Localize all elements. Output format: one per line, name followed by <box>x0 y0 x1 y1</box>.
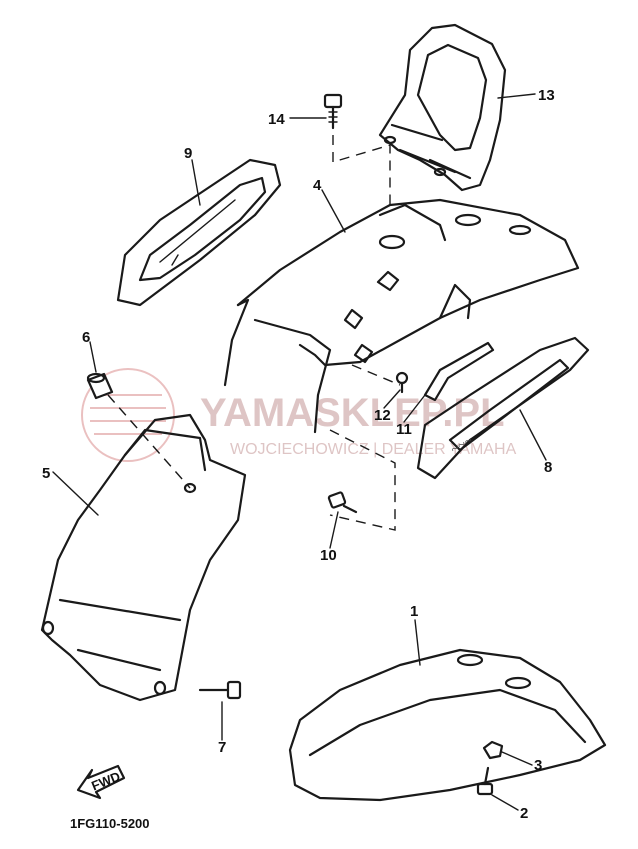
leader-13 <box>497 93 536 99</box>
callout-13: 13 <box>538 87 555 104</box>
callout-3: 3 <box>534 757 542 774</box>
watermark: YAMASKLEP.PL WOJCIECHOWICZ | DEALER YAMA… <box>81 368 517 462</box>
leader-5 <box>52 471 99 516</box>
part-7-bolt <box>198 680 242 700</box>
leader-4 <box>321 189 346 233</box>
fwd-label: FWD <box>89 769 122 794</box>
watermark-logo-icon <box>81 368 175 462</box>
leader-10 <box>329 511 339 549</box>
part-8-right-side-cover: ~~~ <box>416 336 590 480</box>
callout-7: 7 <box>218 739 226 756</box>
part-9-left-side-cover <box>116 158 282 307</box>
leader-12 <box>383 389 401 409</box>
callout-5: 5 <box>42 465 50 482</box>
part-5-inner-mudguard <box>40 413 247 702</box>
part-12-screw <box>395 371 409 394</box>
diagram-code: 1FG110-5200 <box>70 816 150 831</box>
part-11-bracket <box>423 341 495 402</box>
part-6-grommet <box>86 372 114 400</box>
leader-9 <box>191 159 201 206</box>
part-3-nut <box>482 740 504 760</box>
leader-6 <box>89 341 97 373</box>
callout-numbers: 1 2 3 4 5 6 7 8 9 10 11 12 13 14 <box>42 87 555 822</box>
callout-8: 8 <box>544 459 552 476</box>
callout-6: 6 <box>82 329 90 346</box>
part-14-bolt <box>323 93 343 130</box>
part-14-guide-line <box>332 135 391 205</box>
watermark-title: YAMASKLEP.PL <box>200 391 505 435</box>
callout-4: 4 <box>313 177 322 194</box>
callout-10: 10 <box>320 547 337 564</box>
leader-3 <box>501 751 533 766</box>
part-6-guide-line <box>107 394 191 489</box>
forward-arrow-icon: FWD <box>76 764 126 800</box>
callout-11: 11 <box>396 421 412 438</box>
leader-1 <box>414 619 421 666</box>
part-10-bolt <box>327 491 358 514</box>
leader-2 <box>491 794 519 811</box>
part-13-grab-bar <box>378 23 507 192</box>
part-4-rear-fender <box>223 198 580 434</box>
leader-11 <box>403 394 426 423</box>
callout-2: 2 <box>520 805 528 822</box>
callout-1: 1 <box>410 603 418 620</box>
part-2-bolt <box>476 766 494 796</box>
leader-lines <box>52 93 547 811</box>
callout-14: 14 <box>268 111 285 128</box>
leader-8 <box>519 409 547 461</box>
callout-9: 9 <box>184 145 192 162</box>
part-1-rear-fender <box>288 648 607 802</box>
part-10-guide-line <box>329 364 401 531</box>
watermark-subtitle: WOJCIECHOWICZ | DEALER YAMAHA <box>230 441 517 458</box>
callout-12: 12 <box>374 407 391 424</box>
